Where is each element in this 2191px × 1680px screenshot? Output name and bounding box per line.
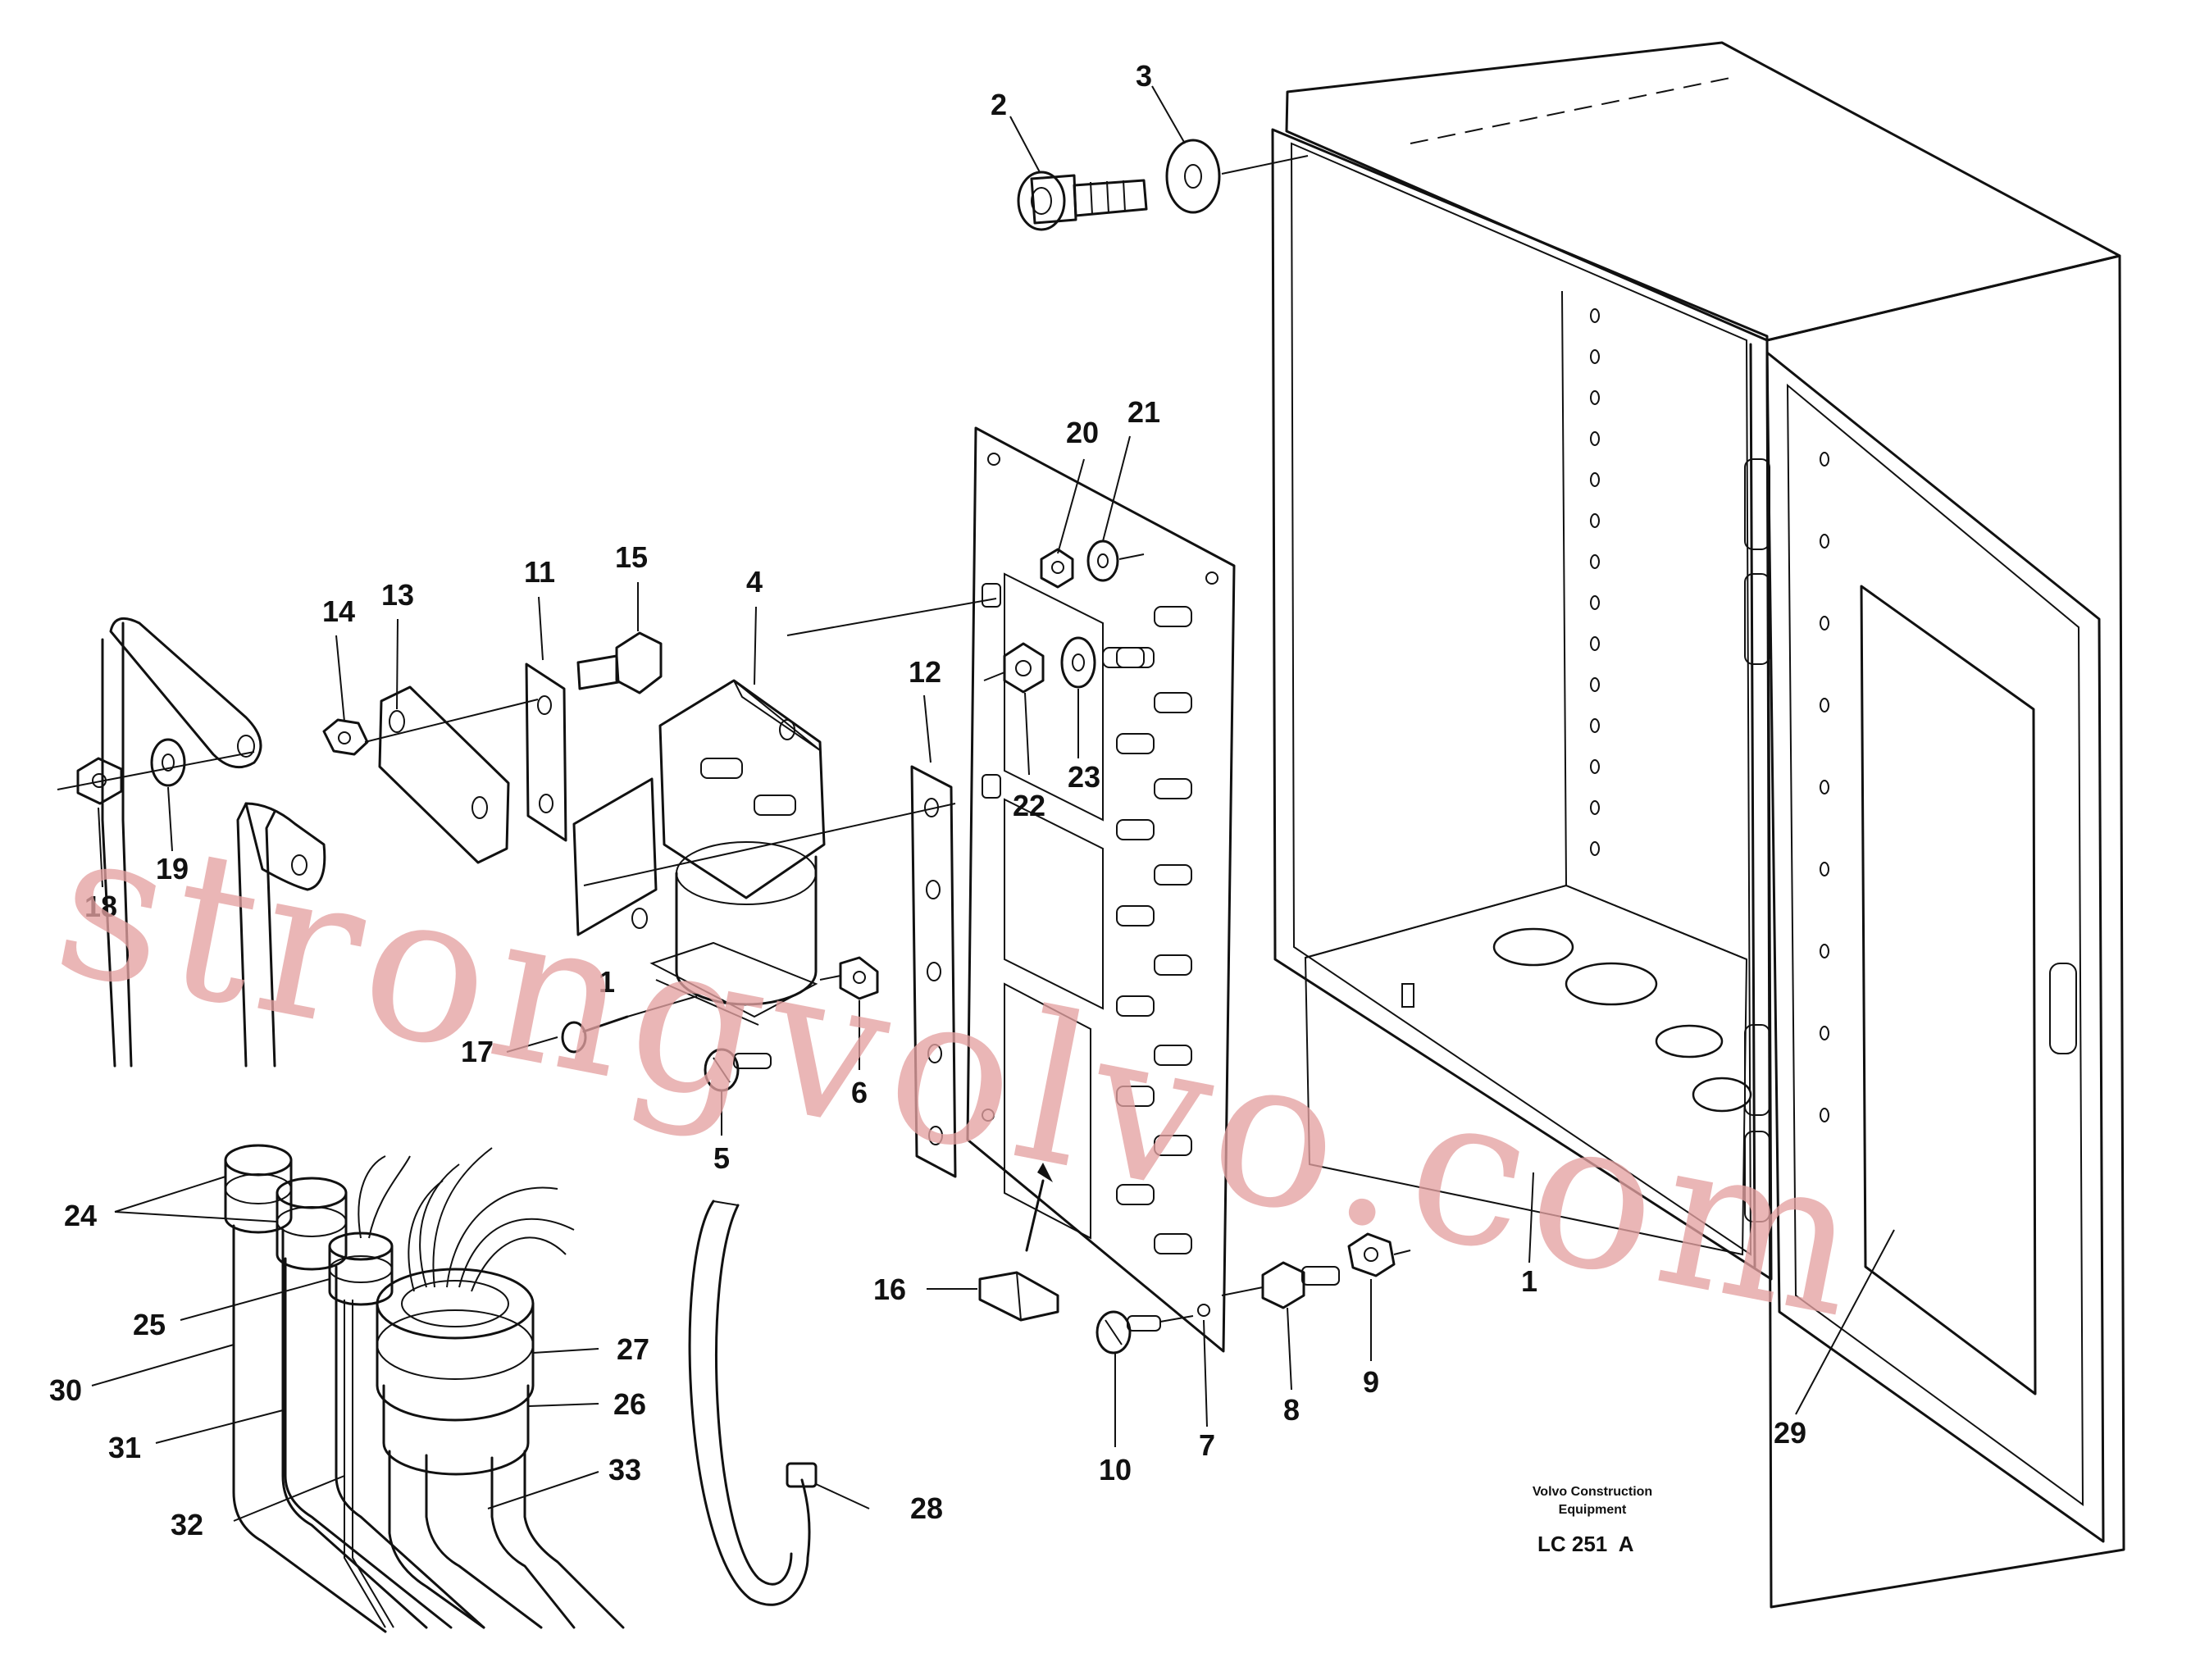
callout-18: 18 [84,890,117,923]
drawing-code: LC 251 A [1537,1532,1634,1556]
callout-22: 22 [1013,789,1045,822]
bolt-8 [1261,1261,1340,1309]
washer-23 [1060,636,1096,689]
leader-lines [91,85,1895,1522]
watermark-text: strongvolvo.com [40,781,1885,1364]
cap-screw-2 [1017,171,1148,231]
callout-12: 12 [909,655,941,689]
cable-gland-26-27 [376,1268,535,1476]
callout-7: 7 [1199,1428,1215,1462]
callout-27: 27 [617,1332,649,1366]
relay-cylinder [649,841,818,1026]
washer-21 [1086,540,1119,582]
callout-14: 14 [322,594,355,628]
nut-6 [839,956,879,1000]
drawing-credit: Volvo Construction Equipment LC 251 A [1533,1485,1652,1556]
wire-bundle [358,1147,575,1292]
terminal-studs [1116,606,1192,1254]
mounting-plate-7 [966,426,1236,1353]
fuse-16 [978,1271,1059,1322]
cabinet-box [1271,41,2125,1609]
callout-4: 4 [746,565,763,599]
bolt-15 [576,631,663,694]
credit-line-2: Equipment [1559,1503,1627,1517]
callout-5: 5 [713,1141,730,1175]
credit-line-1: Volvo Construction [1533,1485,1652,1499]
callout-25: 25 [133,1308,166,1341]
callout-28: 28 [910,1491,943,1525]
callout-19: 19 [156,852,189,886]
screw-10 [1096,1310,1161,1354]
callout-10: 10 [1099,1453,1132,1487]
callout-16: 16 [873,1273,906,1306]
callout-6: 6 [851,1076,868,1109]
callout-32: 32 [171,1508,203,1541]
callout-15: 15 [615,540,648,574]
cabinet-door [1744,343,2105,1543]
callout-31: 31 [108,1431,141,1464]
nut-20 [1040,548,1074,589]
callout-11: 11 [524,555,555,589]
cable-lug-upper [101,617,262,1068]
cable-tie-28 [688,1200,818,1606]
callout-21: 21 [1127,395,1160,429]
washer-3 [1165,139,1221,214]
cable-gland-25 [328,1232,394,1306]
callout-30: 30 [49,1373,82,1407]
strip-11 [525,662,567,842]
callout-26: 26 [613,1387,646,1421]
callout-3: 3 [1136,59,1152,93]
cables-30-33 [232,1224,625,1633]
nut-22 [1003,642,1045,694]
callout-13: 13 [381,578,414,612]
callout-33: 33 [608,1453,641,1487]
bracket-4 [572,679,826,936]
nut-9 [1347,1232,1396,1277]
washer-19 [150,738,186,787]
callout-24: 24 [64,1199,97,1232]
callout-9: 9 [1363,1365,1379,1399]
rail-holes [1590,308,1600,856]
nut-14 [322,718,369,756]
callout-2: 2 [991,88,1007,121]
callout-1-cabinet: 1 [1521,1264,1537,1298]
cable-gland-24a [224,1144,293,1234]
terminal-17 [561,1015,629,1054]
callout-23: 23 [1068,760,1100,794]
callout-17: 17 [461,1035,494,1068]
strip-12 [910,765,957,1178]
cable-lug-lower [236,802,326,1068]
callout-1-relay: 1 [599,965,615,999]
callouts: 2 3 20 21 14 13 11 15 4 12 22 23 18 19 1… [49,59,1806,1541]
callout-8: 8 [1283,1393,1300,1427]
callout-20: 20 [1066,416,1099,449]
callout-29: 29 [1774,1416,1806,1450]
plate-13 [378,685,510,864]
